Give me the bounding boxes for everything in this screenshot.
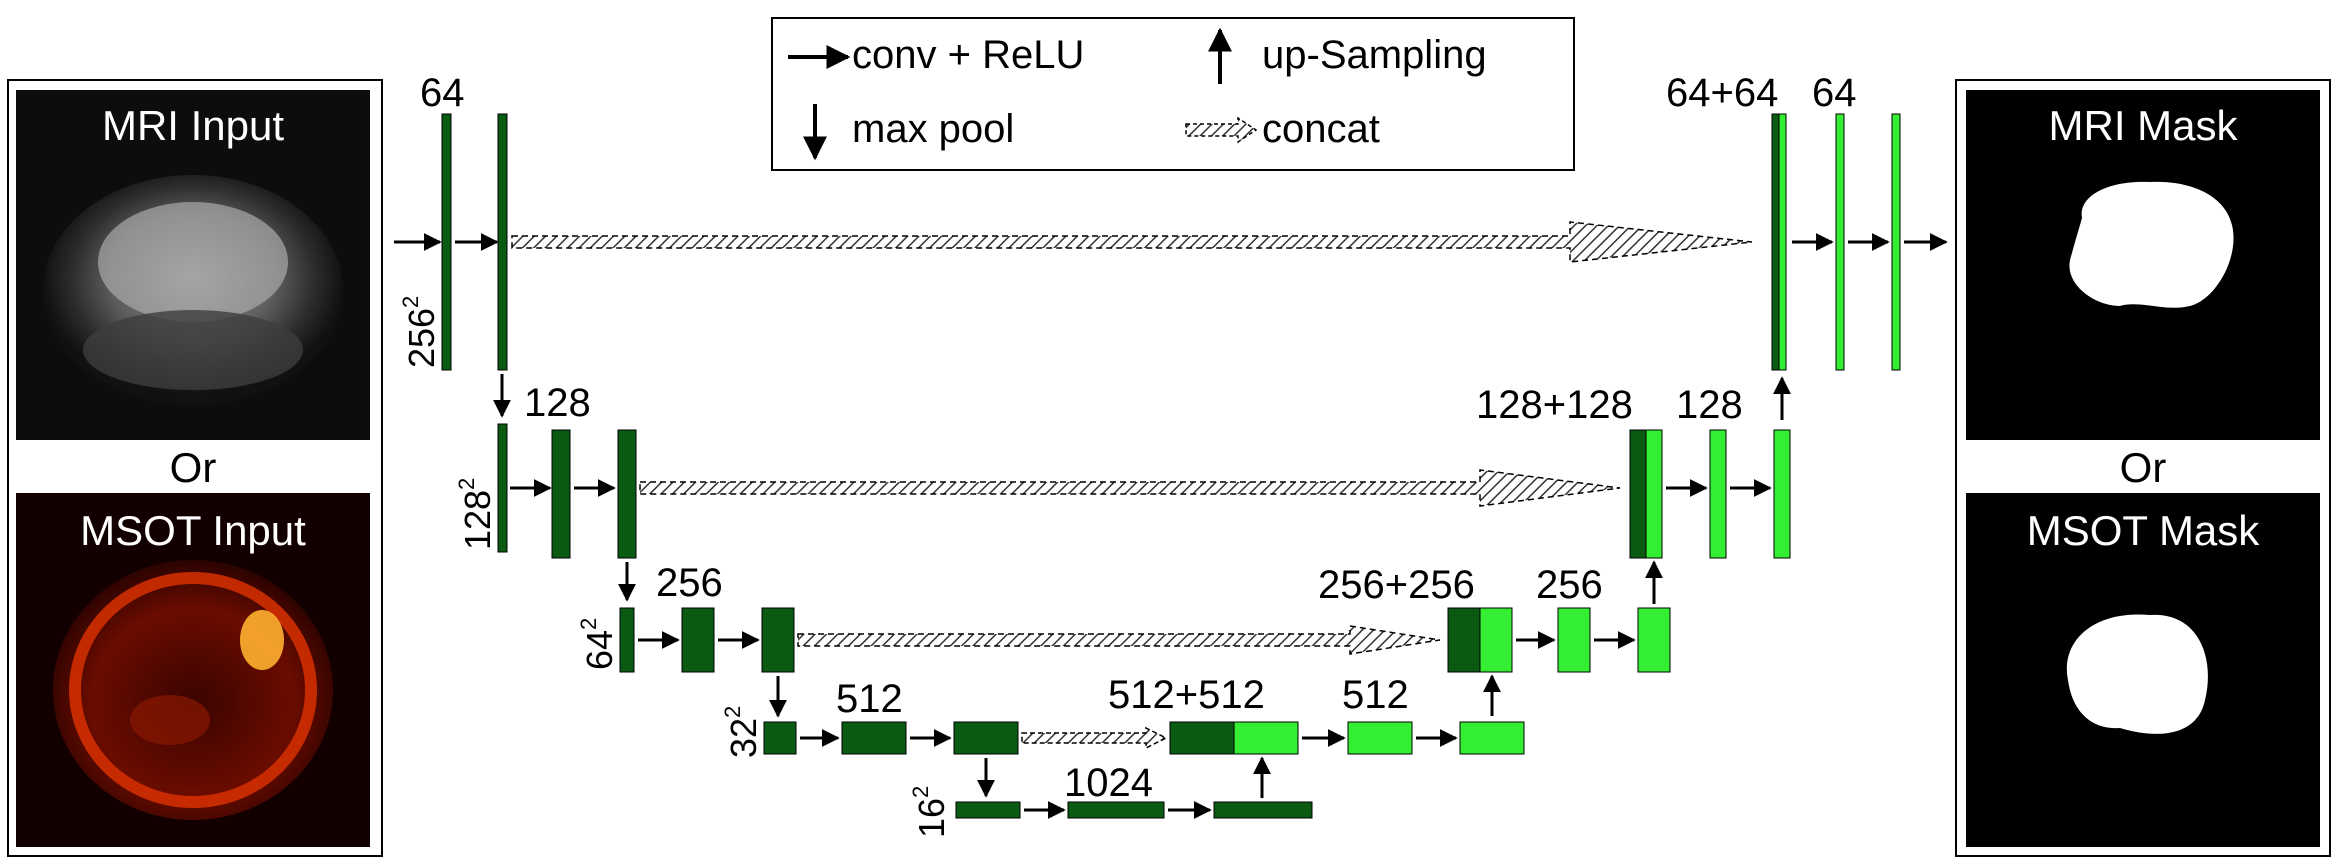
- legend-box: [771, 17, 1575, 171]
- msot-inner-blob: [130, 695, 210, 745]
- enc-l2-block-3: [617, 429, 637, 559]
- enc-l3-block-3: [761, 607, 795, 673]
- enc-l3-size-exp: 2: [576, 618, 601, 630]
- dec-l1-block-2: [1835, 113, 1845, 371]
- dec-l4-channels: 512: [1342, 673, 1409, 717]
- enc-l2-channels: 128: [524, 381, 591, 425]
- skip-connection-l3: [797, 625, 1441, 655]
- mri-lower-region: [83, 310, 303, 390]
- dec-l2-concat-block-dec: [1645, 429, 1663, 559]
- enc-l3-size: 64 2: [576, 618, 620, 670]
- dec-l3-concat-label: 256+256: [1318, 563, 1475, 607]
- enc-l3-block-2: [681, 607, 715, 673]
- dec-l1-block-3: [1891, 113, 1901, 371]
- skip-connection-l4: [1021, 726, 1168, 750]
- enc-l5-size-text: 16: [911, 798, 952, 838]
- legend: conv + ReLU up-Sampling max pool concat: [771, 17, 1575, 171]
- enc-l1-channels: 64: [420, 71, 465, 115]
- enc-l2-size: 128 2: [454, 478, 498, 550]
- enc-l1-size: 256 2: [398, 296, 442, 368]
- msot-mask-shape: [2066, 614, 2208, 734]
- enc-l5-size: 16 2: [908, 786, 952, 838]
- dec-l2-concat-label: 128+128: [1476, 383, 1633, 427]
- dec-l3-channels: 256: [1536, 563, 1603, 607]
- dec-l3-block-3: [1637, 607, 1671, 673]
- enc-l4-block-2: [841, 721, 907, 755]
- enc-l4-block-1: [763, 721, 797, 755]
- msot-input-title: MSOT Input: [80, 507, 306, 554]
- concat-arrow-icon: [1185, 116, 1258, 144]
- mri-mask-shape: [2069, 181, 2234, 308]
- dec-l4-concat-block-enc: [1169, 721, 1235, 755]
- msot-rim: [69, 572, 317, 808]
- dec-l4-concat-block-dec: [1233, 721, 1299, 755]
- input-or-label: Or: [170, 444, 217, 491]
- enc-l4-size-exp: 2: [720, 706, 745, 718]
- enc-l3-channels: 256: [656, 561, 723, 605]
- legend-concat-label: concat: [1262, 107, 1380, 151]
- enc-l5-size-exp: 2: [908, 786, 933, 798]
- dec-l2-channels: 128: [1676, 383, 1743, 427]
- enc-l2-size-exp: 2: [454, 478, 479, 490]
- dec-l1-concat-block-dec: [1778, 113, 1787, 371]
- bottleneck-block-1: [955, 801, 1021, 819]
- output-or-label: Or: [2120, 444, 2167, 491]
- mri-input-title: MRI Input: [102, 102, 284, 149]
- mri-mask-title: MRI Mask: [2049, 102, 2239, 149]
- legend-up-label: up-Sampling: [1262, 33, 1487, 77]
- enc-l4-size-text: 32: [723, 718, 764, 758]
- dec-l4-block-2: [1347, 721, 1413, 755]
- dec-l4-block-3: [1459, 721, 1525, 755]
- enc-l2-block-2: [551, 429, 571, 559]
- msot-body-shape: [53, 560, 333, 820]
- dec-l4-concat-label: 512+512: [1108, 673, 1265, 717]
- dec-l1-concat-block-enc: [1771, 113, 1780, 371]
- bottleneck-block-3: [1213, 801, 1313, 819]
- decoder: 512+512 512 256+256 256 128+128 128 64+6…: [1108, 71, 1948, 798]
- enc-l1-block-1: [441, 113, 452, 371]
- mri-brain-shape: [98, 202, 288, 322]
- output-panel: MRI Mask Or MSOT Mask: [1955, 79, 2331, 857]
- dec-l2-block-3: [1773, 429, 1791, 559]
- enc-l3-size-text: 64: [579, 630, 620, 670]
- skip-connections: [511, 221, 1753, 750]
- bottleneck-channels: 1024: [1064, 761, 1153, 805]
- encoder: 64 256 2 128 128 2 256 64 2: [394, 71, 1313, 838]
- enc-l1-size-text: 256: [401, 308, 442, 368]
- enc-l2-block-1: [497, 423, 508, 553]
- msot-hotspot: [240, 610, 284, 670]
- legend-conv-label: conv + ReLU: [852, 33, 1084, 77]
- skip-connection-l2: [639, 469, 1621, 507]
- dec-l1-concat-label: 64+64: [1666, 71, 1778, 115]
- enc-l4-size: 32 2: [720, 706, 764, 758]
- enc-l1-size-exp: 2: [398, 296, 423, 308]
- msot-mask-title: MSOT Mask: [2027, 507, 2261, 554]
- enc-l4-block-3: [953, 721, 1019, 755]
- legend-pool-label: max pool: [852, 107, 1014, 151]
- dec-l3-concat-block-dec: [1479, 607, 1513, 673]
- enc-l1-block-2: [497, 113, 508, 371]
- dec-l2-concat-block-enc: [1629, 429, 1647, 559]
- bottleneck-block-2: [1067, 801, 1165, 819]
- enc-l2-size-text: 128: [457, 490, 498, 550]
- dec-l3-concat-block-enc: [1447, 607, 1481, 673]
- input-panel: MRI Input Or MSOT Input: [7, 79, 383, 857]
- dec-l3-block-2: [1557, 607, 1591, 673]
- dec-l1-channels: 64: [1812, 71, 1857, 115]
- enc-l4-channels: 512: [836, 677, 903, 721]
- enc-l3-block-1: [619, 607, 635, 673]
- dec-l2-block-2: [1709, 429, 1727, 559]
- skip-connection-l1: [511, 221, 1753, 263]
